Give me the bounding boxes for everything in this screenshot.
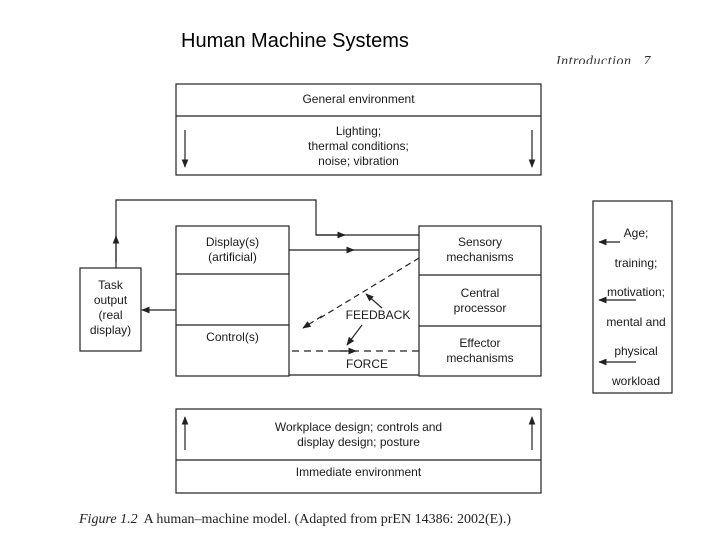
running-head-title: Introduction	[556, 54, 632, 64]
immediate-environment-box	[175, 408, 542, 494]
running-head: Introduction 7	[556, 52, 651, 64]
feedback-dashed-arrowhead	[302, 315, 323, 329]
task-output-loop-line	[115, 199, 419, 268]
task-output-box	[79, 267, 142, 352]
central-processor-label: Central processor	[453, 286, 507, 315]
slide-title: Human Machine Systems	[181, 30, 409, 52]
running-head-page: 7	[643, 54, 651, 64]
task-output-label: Task output (real display)	[89, 278, 132, 337]
feedback-pointer-up	[365, 293, 383, 309]
machine-box	[175, 225, 290, 377]
figure-label: Figure 1.2	[79, 512, 138, 527]
sensory-mechanisms-label: Sensory mechanisms	[446, 235, 514, 264]
human-box	[418, 225, 542, 377]
general-environment-factors: Lighting; thermal conditions; noise; vib…	[308, 124, 409, 168]
human-factors-label: Age; training; motivation; mental and ph…	[606, 226, 666, 388]
controls-label: Control(s)	[206, 330, 259, 344]
force-label: FORCE	[346, 357, 388, 371]
figure-caption-text: A human–machine model. (Adapted from prE…	[143, 512, 512, 527]
effector-mechanisms-label: Effector mechanisms	[446, 336, 514, 365]
displays-label: Display(s) (artificial)	[205, 235, 260, 264]
feedback-pointer-down	[346, 324, 363, 346]
immediate-environment-title: Immediate environment	[295, 465, 422, 479]
general-environment-box	[175, 83, 542, 176]
general-environment-title: General environment	[302, 92, 415, 106]
immediate-environment-factors: Workplace design; controls and display d…	[274, 420, 443, 449]
human-factors-box	[592, 200, 673, 394]
feedback-label: FEEDBACK	[345, 308, 411, 322]
figure-caption: Figure 1.2 A human–machine model. (Adapte…	[79, 512, 511, 528]
